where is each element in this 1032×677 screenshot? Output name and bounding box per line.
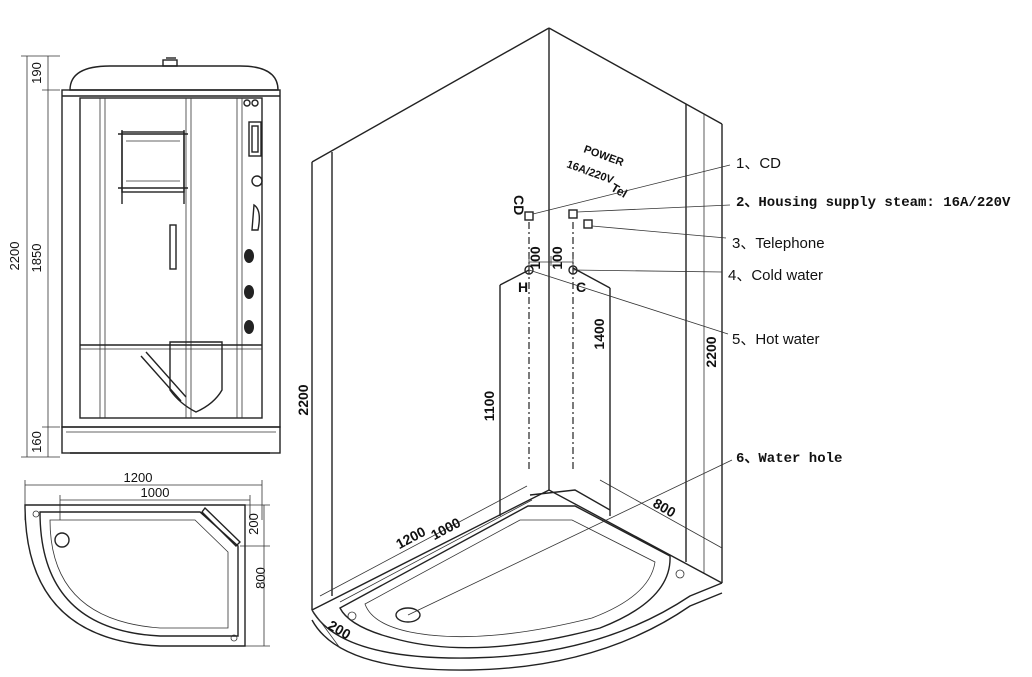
callout-cold-water: 4、Cold water	[728, 267, 823, 284]
callout-list: 1、CD 2、Housing supply steam: 16A/220V 3、…	[728, 155, 1011, 467]
front-dim-bottom: 160	[29, 431, 44, 453]
front-dim-top: 190	[29, 62, 44, 84]
iso-dim-pipe-gap-right: 100	[549, 246, 565, 270]
iso-dim-pipe-gap-left: 100	[527, 246, 543, 270]
front-view: 2200 190 1850 160	[7, 55, 281, 458]
iso-view: 2200 2200 1200 1000 800 200	[295, 27, 733, 671]
iso-dim-base-1000: 1000	[428, 514, 463, 543]
iso-dim-base-200: 200	[325, 617, 353, 643]
plan-dim-width-inner: 1000	[141, 485, 170, 500]
callout-power-supply: 2、Housing supply steam: 16A/220V	[736, 195, 1011, 211]
plan-dim-depth-short: 200	[246, 513, 261, 535]
iso-dim-base-800: 800	[650, 495, 678, 521]
plan-dim-width-total: 1200	[124, 470, 153, 485]
callout-telephone: 3、Telephone	[732, 235, 825, 252]
iso-label-cd: CD	[511, 195, 527, 215]
iso-dim-cold-height: 1400	[591, 318, 607, 349]
plan-dim-depth: 800	[253, 567, 268, 589]
iso-dim-hot-height: 1100	[481, 391, 497, 422]
front-dim-total: 2200	[7, 242, 22, 271]
iso-dim-height-left: 2200	[295, 384, 311, 415]
plan-view: 1200 1000 200 800	[24, 470, 270, 647]
callout-hot-water: 5、Hot water	[732, 331, 820, 348]
iso-dim-height-right: 2200	[703, 336, 719, 367]
callout-cd: 1、CD	[736, 155, 781, 172]
iso-label-hot: H	[518, 279, 528, 295]
callout-water-hole: 6、Water hole	[736, 451, 842, 467]
front-dim-middle: 1850	[29, 244, 44, 273]
